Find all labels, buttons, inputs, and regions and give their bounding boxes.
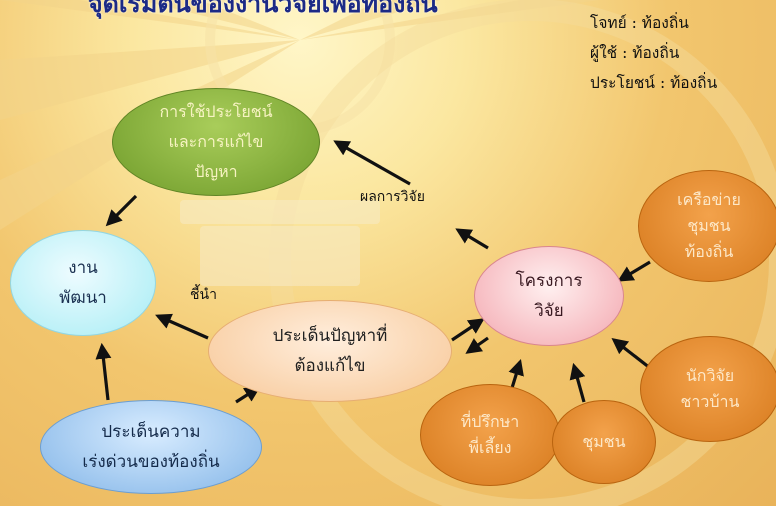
edge-label-result: ผลการวิจัย	[360, 189, 425, 205]
legend-box: โจทย์ : ท้องถิ่น ผู้ใช้ : ท้องถิ่น ประโย…	[590, 8, 768, 98]
arrow-issue-to-project	[451, 318, 485, 342]
arrow-project-to-use	[333, 140, 411, 186]
arrow-network-to-project	[617, 260, 651, 282]
node-research-project: โครงการ วิจัย	[474, 246, 624, 346]
arrow-project-up	[455, 228, 489, 250]
arrow-mentor-to-project	[508, 358, 524, 389]
node-villager-researcher: นักวิจัย ชาวบ้าน	[640, 336, 776, 442]
node-community-network: เครือข่าย ชุมชน ท้องถิ่น	[638, 170, 776, 282]
arrow-use-to-dev	[105, 194, 138, 227]
page-title: จุดเริ่มต้นของงานวิจัยเพื่อท้องถิ่น	[88, 0, 438, 18]
arrow-villager-to-project	[611, 338, 651, 370]
arrow-project-to-issue	[465, 336, 489, 354]
node-use-and-solve: การใช้ประโยชน์ และการแก้ไข ปัญหา	[112, 88, 320, 196]
legend-user: ผู้ใช้ : ท้องถิ่น	[590, 44, 680, 62]
node-urgent-issue: ประเด็นความ เร่งด่วนของท้องถิ่น	[40, 400, 262, 494]
arrow-community-to-project	[569, 362, 586, 403]
arrow-urgent-to-dev	[95, 342, 112, 401]
node-problem-issue: ประเด็นปัญหาที่ ต้องแก้ไข	[208, 300, 452, 402]
node-mentor: ที่ปรึกษา พี่เลี้ยง	[420, 384, 560, 486]
legend-owner: โจทย์ : ท้องถิ่น	[590, 14, 689, 32]
node-development: งาน พัฒนา	[10, 230, 156, 336]
edge-label-guide: ชี้นำ	[190, 287, 217, 303]
legend-benefit: ประโยชน์ : ท้องถิ่น	[590, 74, 718, 92]
arrow-issue-to-dev	[155, 313, 209, 340]
node-community: ชุมชน	[552, 400, 656, 484]
